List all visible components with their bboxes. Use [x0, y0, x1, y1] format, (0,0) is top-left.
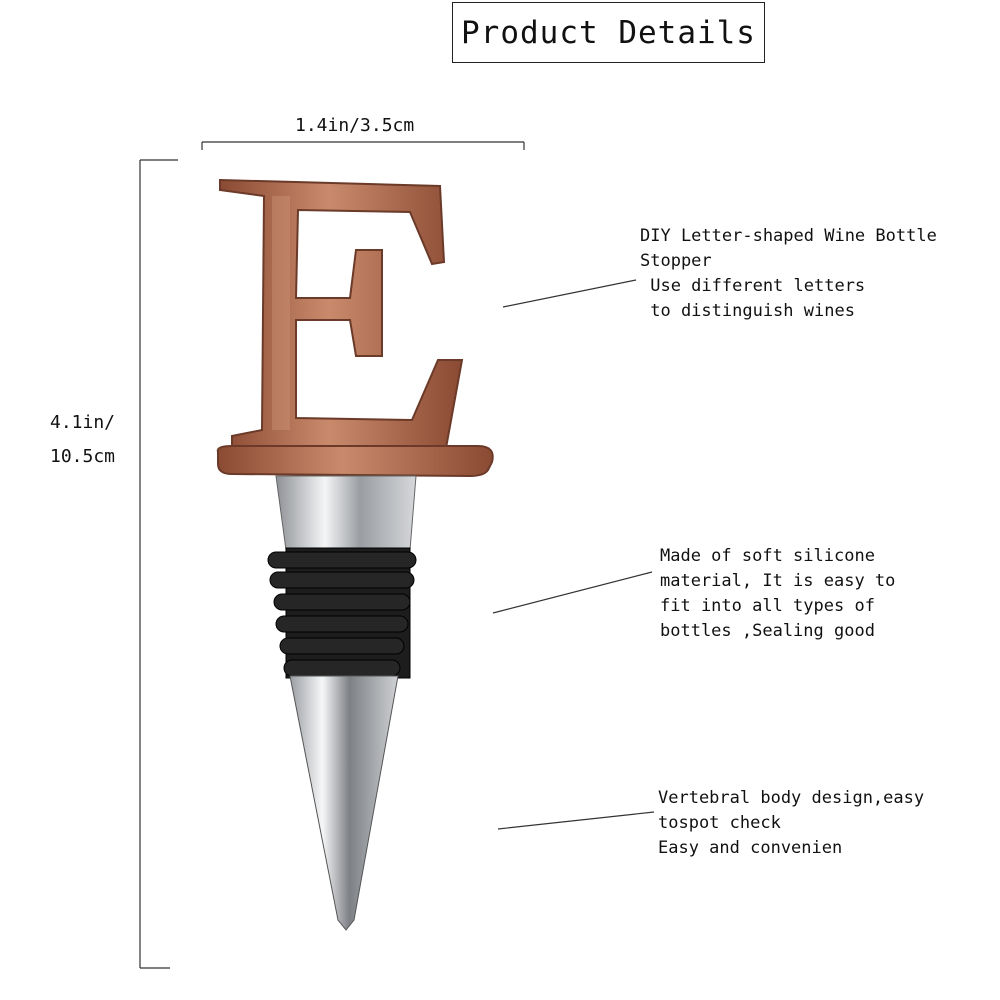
page-title: Product Details — [461, 14, 756, 51]
callout-2-line: fit into all types of — [660, 596, 875, 616]
callout-3-line: Vertebral body design,easy — [658, 788, 925, 808]
height-dimension-label-line2: 10.5cm — [50, 446, 116, 467]
callout-line-3 — [497, 811, 655, 830]
callout-1-line: Use different letters — [640, 276, 866, 296]
letter-e-top — [219, 178, 464, 450]
copper-base-plate — [216, 445, 494, 478]
callout-3-line: Easy and convenien — [658, 838, 843, 858]
callout-2-line: material, It is easy to — [660, 571, 896, 591]
callout-2-line: bottles ,Sealing good — [660, 621, 875, 641]
callout-2-line: Made of soft silicone — [660, 546, 875, 566]
height-dimension-line — [139, 159, 178, 969]
callout-line-1 — [502, 279, 637, 308]
product-details-title-box: Product Details — [452, 2, 765, 63]
silicone-rings — [267, 547, 417, 679]
callout-line-2 — [492, 571, 653, 614]
width-dimension-line — [201, 141, 525, 150]
callout-3-line: tospot check — [658, 813, 781, 833]
steel-collar — [275, 475, 417, 551]
height-dimension-label-line1: 4.1in/ — [50, 412, 116, 433]
callout-letter-shaped: DIY Letter-shaped Wine Bottle Stopper Us… — [640, 224, 937, 324]
width-dimension-label: 1.4in/3.5cm — [295, 115, 415, 136]
steel-cone — [289, 675, 399, 931]
callout-silicone-material: Made of soft silicone material, It is ea… — [660, 544, 895, 644]
callout-1-line: Stopper — [640, 251, 712, 271]
callout-1-line: to distinguish wines — [640, 301, 855, 321]
callout-vertebral-design: Vertebral body design,easy tospot check … — [658, 786, 924, 861]
callout-1-line: DIY Letter-shaped Wine Bottle — [640, 226, 937, 246]
